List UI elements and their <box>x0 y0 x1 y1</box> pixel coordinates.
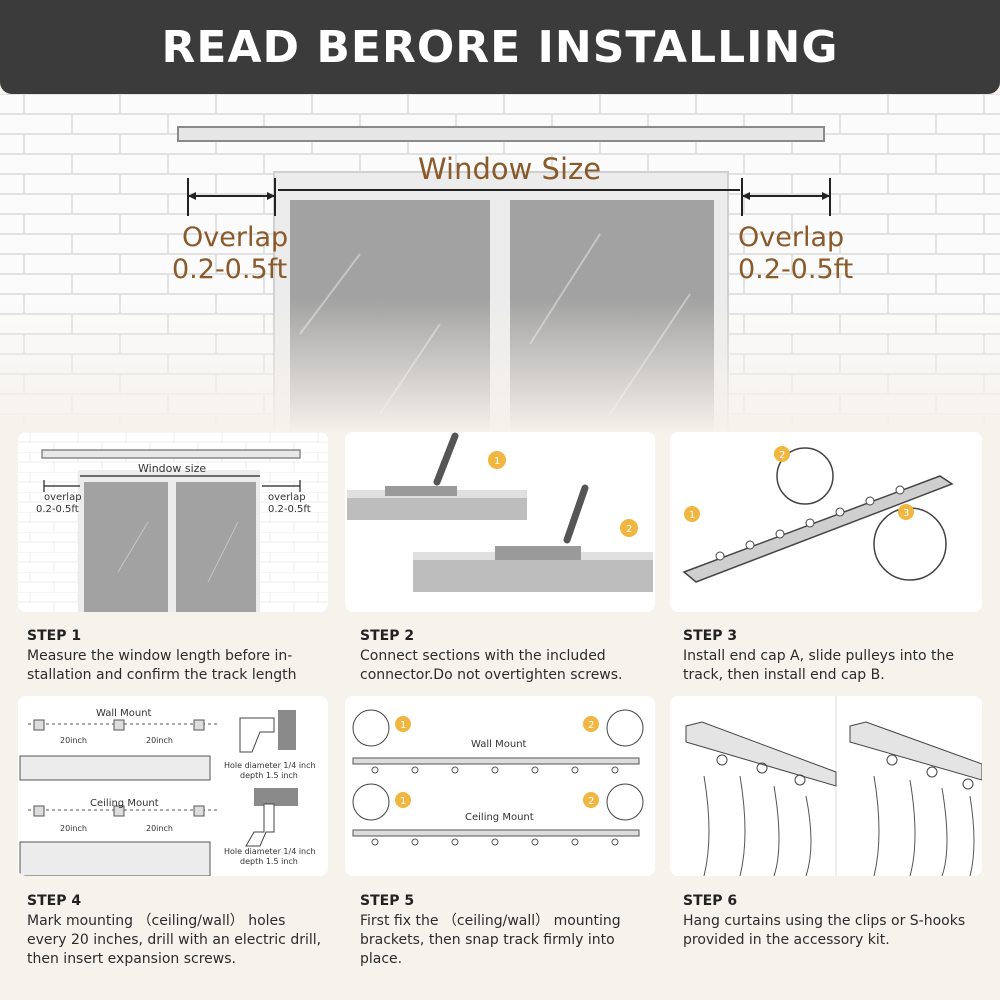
step1-title: STEP 1 <box>27 628 82 644</box>
step6-desc: Hang curtains using the clips or S-hooks… <box>683 913 966 948</box>
svg-text:2: 2 <box>588 720 594 731</box>
drill-icon <box>239 717 275 753</box>
step3-badge-3 <box>898 504 914 520</box>
overlap-left-range: 0.2-0.5ft <box>172 254 288 285</box>
step1-overlap-left: overlap <box>44 492 82 503</box>
overlap-right-label: Overlap <box>738 222 845 253</box>
step1-overlap-right: overlap <box>268 492 306 503</box>
svg-text:20inch: 20inch <box>146 736 173 745</box>
svg-text:2: 2 <box>779 450 785 461</box>
step3-badge-1 <box>684 506 700 522</box>
screwdriver-icon <box>433 432 459 486</box>
step4-wall-label: Wall Mount <box>96 708 152 719</box>
step4-ceiling-label: Ceiling Mount <box>90 798 159 809</box>
step3-title: STEP 3 <box>683 628 738 644</box>
step2-title: STEP 2 <box>360 628 415 644</box>
step6-illustration <box>670 696 982 876</box>
svg-text:depth 1.5 inch: depth 1.5 inch <box>240 857 298 866</box>
svg-text:Hole diameter 1/4 inch: Hole diameter 1/4 inch <box>224 761 316 770</box>
step1-desc: Measure the window length before in-stal… <box>27 648 297 683</box>
step5-illustration: Wall Mount Ceiling Mount 1 2 1 2 <box>345 696 655 876</box>
step2-badge-1 <box>488 451 506 469</box>
step1-illustration: Window size overlap 0.2-0.5ft overlap 0.… <box>18 432 328 612</box>
svg-text:2: 2 <box>626 524 632 535</box>
svg-text:1: 1 <box>689 510 695 521</box>
svg-text:20inch: 20inch <box>60 736 87 745</box>
overlap-right-range: 0.2-0.5ft <box>738 254 854 285</box>
step5-wall-label: Wall Mount <box>471 739 527 750</box>
svg-text:depth 1.5 inch: depth 1.5 inch <box>240 771 298 780</box>
step4-title: STEP 4 <box>27 893 82 909</box>
step1-window-label: Window size <box>138 462 206 475</box>
svg-text:1: 1 <box>400 796 406 807</box>
step6-title: STEP 6 <box>683 893 738 909</box>
svg-text:20inch: 20inch <box>60 824 87 833</box>
step3-badge-2 <box>774 446 790 462</box>
svg-text:20inch: 20inch <box>146 824 173 833</box>
step2-badge-2 <box>620 519 638 537</box>
svg-text:Hole diameter 1/4 inch: Hole diameter 1/4 inch <box>224 847 316 856</box>
step4-illustration: Wall Mount 20inch 20inch Ceiling Mount 2… <box>18 696 328 876</box>
svg-text:2: 2 <box>588 796 594 807</box>
step3-illustration: 2 3 1 <box>670 432 982 612</box>
step1-overlap-right-range: 0.2-0.5ft <box>268 504 311 515</box>
svg-text:1: 1 <box>494 456 500 467</box>
banner-title: READ BERORE INSTALLING <box>0 0 1000 94</box>
hero-illustration: Window Size Overlap 0.2-0.5ft Overlap 0.… <box>0 94 1000 435</box>
step3-desc: Install end cap A, slide pulleys into th… <box>683 648 954 683</box>
window-size-label: Window Size <box>418 152 602 186</box>
step2-illustration: 1 2 <box>345 432 655 612</box>
step5-title: STEP 5 <box>360 893 415 909</box>
overlap-left-label: Overlap <box>182 222 289 253</box>
track-perspective <box>682 475 954 583</box>
step1-overlap-left-range: 0.2-0.5ft <box>36 504 79 515</box>
svg-text:1: 1 <box>400 720 406 731</box>
step5-ceiling-label: Ceiling Mount <box>465 812 534 823</box>
brick-wall-illustration <box>0 94 1000 435</box>
svg-text:3: 3 <box>903 508 909 519</box>
